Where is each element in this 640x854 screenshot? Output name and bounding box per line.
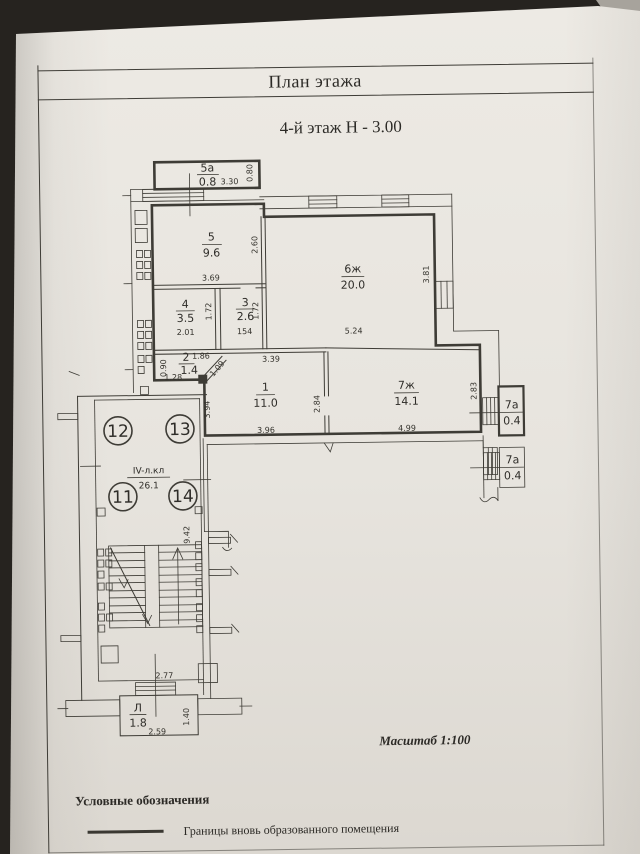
premises-boundary <box>150 202 483 437</box>
room-5-number: 5 <box>208 230 215 243</box>
stair-down-arrow <box>118 578 129 589</box>
dim-6-height: 3.81 <box>422 266 431 284</box>
dim-7-width: 4.99 <box>398 424 416 433</box>
dim-stairwell-height: 9.42 <box>182 526 191 544</box>
position-13-number: 13 <box>169 420 191 440</box>
balcony-7a-top-area: 0.4 <box>503 414 521 427</box>
position-12-number: 12 <box>107 422 129 442</box>
dim-3-width: 154 <box>237 327 252 336</box>
balcony-7a-top-label: 7а 0.4 <box>503 398 521 427</box>
floor-subtitle: 4-й этаж Н - 3.00 <box>280 117 402 138</box>
stair-down-arrow-2 <box>142 613 153 625</box>
page-title: План этажа <box>268 70 362 91</box>
room-labels: 5а 0.8 3.30 0.80 5 9.6 3.69 2.60 4 3.5 2… <box>103 161 522 737</box>
room-3-label: 3 2.6 154 1.72 <box>235 296 260 336</box>
legend: Условные обозначения Границы вновь образ… <box>75 792 400 838</box>
room-4-number: 4 <box>182 298 189 311</box>
legend-boundary-line-sample <box>87 829 164 834</box>
balcony-7a-bottom-area: 0.4 <box>504 469 522 482</box>
room-2-area: 1.4 <box>180 364 198 377</box>
room-1-label: 3.39 1 11.0 3.94 2.84 3.96 <box>203 355 322 435</box>
position-11: 11 <box>108 481 138 512</box>
dim-5-width: 3.69 <box>202 273 220 282</box>
room-7-area: 14.1 <box>394 395 419 408</box>
dim-loggia-width: 2.59 <box>148 727 166 736</box>
dim-1-left: 3.94 <box>203 401 212 419</box>
room-7-number: 7ж <box>398 379 415 392</box>
room-3-area: 2.6 <box>237 310 255 323</box>
room-5a-number: 5а <box>200 161 214 174</box>
room-4-label: 4 3.5 2.01 1.72 <box>175 298 213 337</box>
dim-2-depth: 0.90 <box>159 359 168 377</box>
legend-title: Условные обозначения <box>75 792 209 809</box>
loggia-area: 1.8 <box>129 716 147 729</box>
section-mark <box>189 173 191 217</box>
position-13: 13 <box>165 414 195 444</box>
room-2-number: 2 <box>182 351 189 364</box>
room-1-number: 1 <box>262 381 269 394</box>
room-6-number: 6ж <box>344 262 361 275</box>
loggia-label: Л 1.8 2.59 1.40 <box>129 702 191 737</box>
position-14-number: 14 <box>172 487 194 507</box>
document-content: План этажа 4-й этаж Н - 3.00 <box>37 57 605 854</box>
dim-5-height: 2.60 <box>250 236 259 254</box>
dim-2-top: 1.86 <box>192 352 210 361</box>
loggia-letter: Л <box>134 702 142 715</box>
stairwell-area: 26.1 <box>139 481 159 491</box>
room-1-area: 11.0 <box>253 397 278 410</box>
section-mark-bottom <box>154 653 157 717</box>
plan-linework <box>57 159 526 737</box>
balcony-7a-bottom-number: 7а <box>505 453 519 466</box>
stairwell-name: IV-л.кл <box>133 466 164 476</box>
scale-note: Масштаб 1:100 <box>378 732 471 748</box>
position-11-number: 11 <box>112 488 134 508</box>
room-3-number: 3 <box>242 296 249 309</box>
dim-7-height: 2.83 <box>469 382 478 400</box>
stair-up-arrow <box>172 547 184 560</box>
page-frame <box>37 57 605 854</box>
dim-1-mid: 2.84 <box>313 395 322 413</box>
position-12: 12 <box>103 416 133 446</box>
dim-1-top: 3.39 <box>262 355 280 364</box>
balcony-7a-top-number: 7а <box>505 398 519 411</box>
vent-shafts-upper <box>134 209 153 395</box>
dim-stairwell-width: 2.77 <box>155 671 173 680</box>
dim-2-width: 1.28 <box>164 373 182 382</box>
dim-6-width: 5.24 <box>345 326 363 335</box>
room-6-area: 20.0 <box>341 278 366 291</box>
room-4-area: 3.5 <box>177 312 195 325</box>
balcony-7a-bottom-label: 7а 0.4 <box>504 453 522 482</box>
dim-1-width: 3.96 <box>257 426 275 435</box>
room-6-label: 6ж 20.0 5.24 3.81 <box>341 262 431 335</box>
wall-fins <box>57 195 240 643</box>
dim-4-height: 1.72 <box>204 303 213 321</box>
dim-3-height: 1.72 <box>251 302 260 320</box>
room-7-label: 7ж 14.1 4.99 2.83 <box>394 379 479 433</box>
dim-5a-depth: 0.80 <box>245 164 254 182</box>
stairwell-label: IV-л.кл 26.1 9.42 2.77 <box>127 466 192 680</box>
dim-4-width: 2.01 <box>177 328 195 337</box>
dim-5a-width: 3.30 <box>221 177 239 186</box>
room-5a-label: 5а 0.8 3.30 0.80 <box>197 161 255 189</box>
stair-direction-line <box>109 547 151 627</box>
vent-shafts-stairwell <box>96 506 218 684</box>
position-14: 14 <box>168 481 198 511</box>
room-5-label: 5 9.6 3.69 2.60 <box>202 230 260 282</box>
room-5a-area: 0.8 <box>199 175 217 188</box>
dim-loggia-depth: 1.40 <box>182 708 191 726</box>
legend-boundary-text: Границы вновь образованного помещения <box>183 821 399 838</box>
room-5-area: 9.6 <box>203 246 221 259</box>
